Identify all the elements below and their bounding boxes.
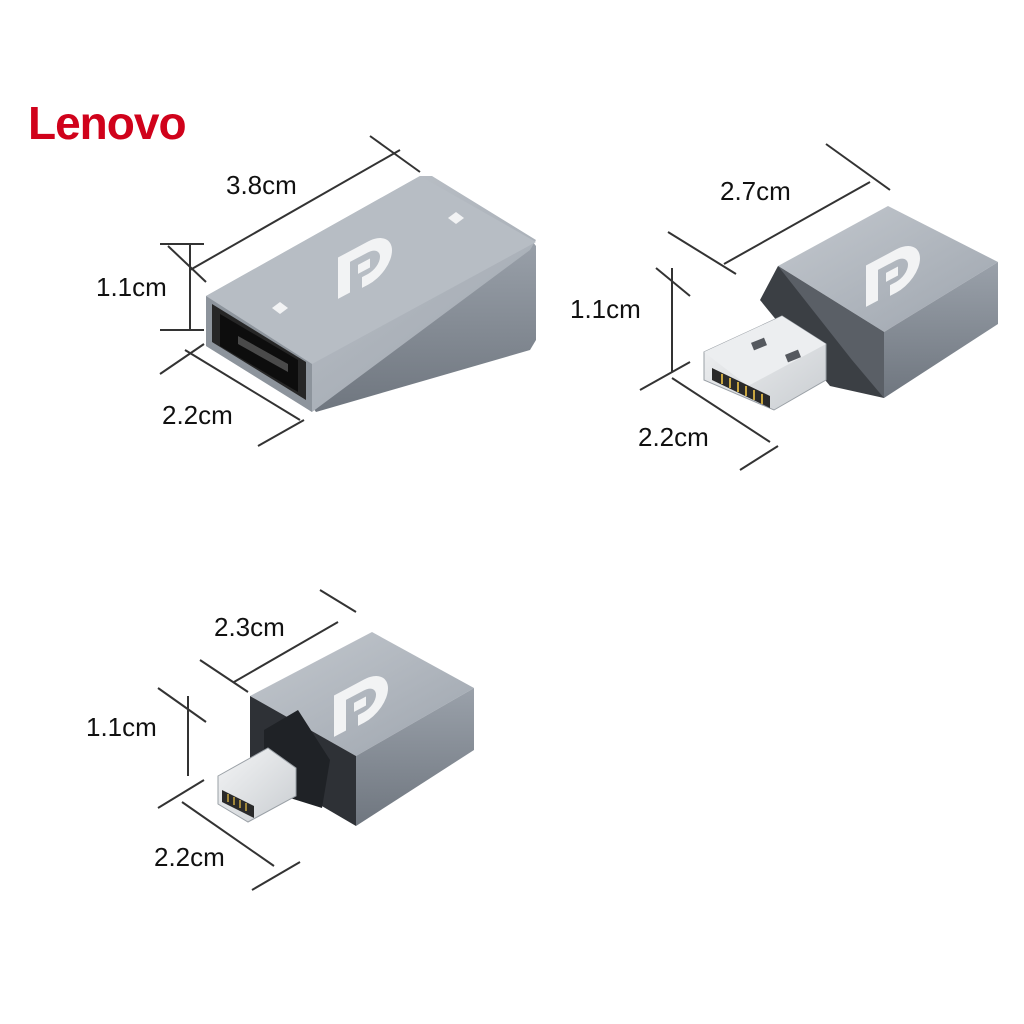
adapter-3-dimensions (157, 589, 357, 891)
adapter-2 (703, 206, 998, 411)
brand-logo: Lenovo (28, 97, 187, 149)
adapter-2-width-label: 2.2cm (638, 422, 709, 452)
adapter-3-width-label: 2.2cm (154, 842, 225, 872)
adapter-2-top (778, 206, 998, 332)
displayport-logo-icon (866, 246, 920, 307)
adapter-2-boot (760, 266, 884, 398)
adapter-2-height-label: 1.1cm (570, 294, 641, 324)
mini-dp-plug (217, 747, 297, 823)
adapter-2-side (884, 262, 998, 398)
adapter-1-width-label: 2.2cm (162, 400, 233, 430)
adapter-1-length-label: 3.8cm (226, 170, 297, 200)
adapter-1-height-label: 1.1cm (96, 272, 167, 302)
direction-marker-icon (272, 212, 464, 314)
adapter-1 (206, 176, 536, 412)
adapter-3-length-label: 2.3cm (214, 612, 285, 642)
adapter-3-side (356, 688, 474, 826)
adapter-1-dimensions (159, 135, 421, 447)
adapter-2-dimensions (639, 143, 891, 471)
displayport-logo-icon (338, 238, 392, 299)
adapter-3 (217, 632, 474, 826)
displayport-logo-icon (334, 676, 388, 737)
adapter-3-height-label: 1.1cm (86, 712, 157, 742)
adapter-2-length-label: 2.7cm (720, 176, 791, 206)
